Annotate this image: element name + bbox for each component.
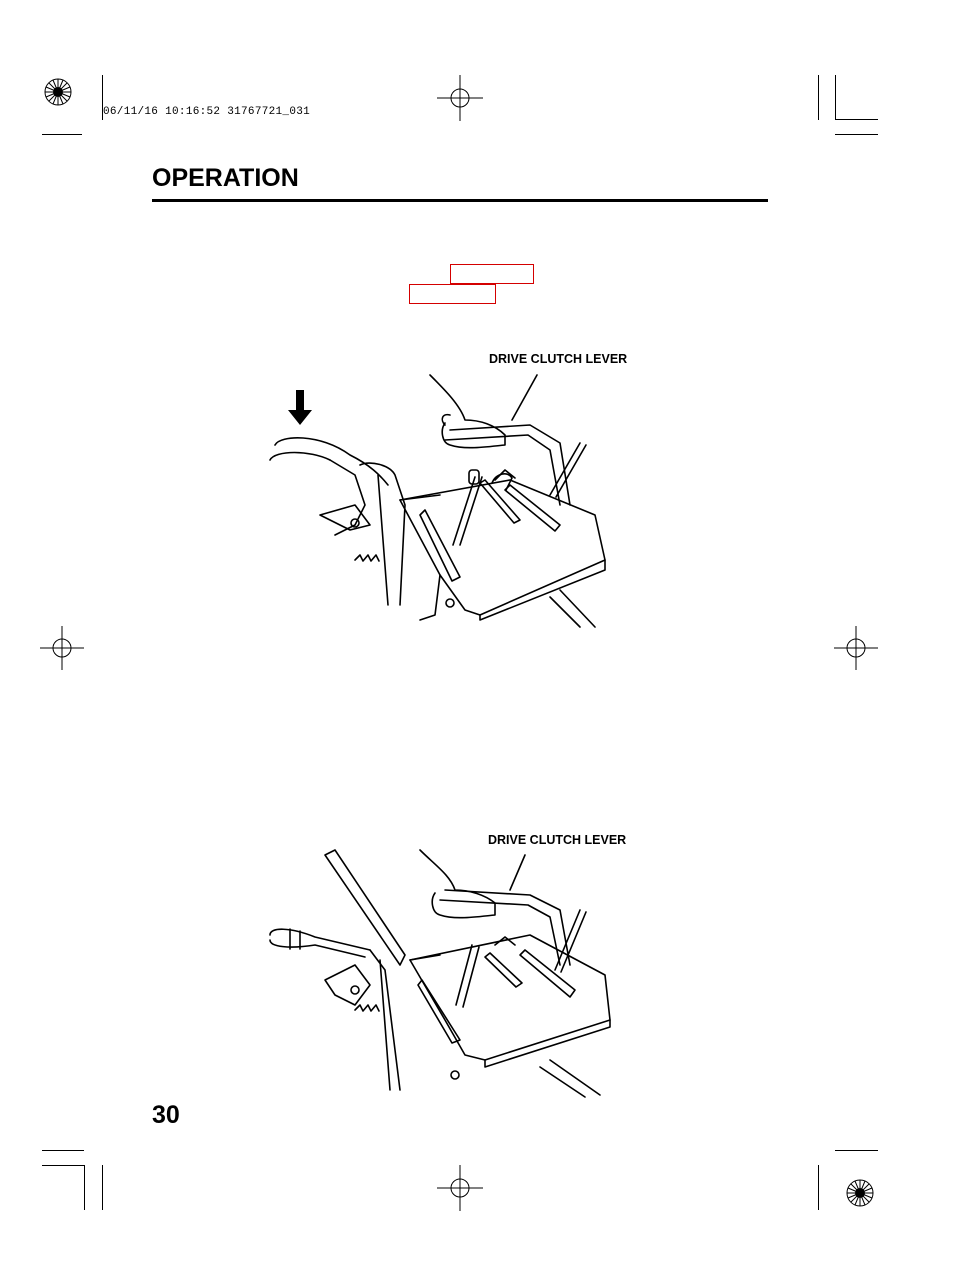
crop-mark xyxy=(84,1165,85,1210)
figure-2-illustration xyxy=(269,849,611,1098)
cross-reference-link[interactable] xyxy=(409,284,496,304)
crosshair-icon xyxy=(834,626,878,670)
print-timestamp: 06/11/16 10:16:52 31767721_031 xyxy=(103,106,311,118)
figure-1-illustration xyxy=(269,374,606,628)
crop-mark xyxy=(102,1165,103,1210)
figure-2-callout: DRIVE CLUTCH LEVER xyxy=(488,833,627,847)
crop-mark xyxy=(835,75,836,120)
crop-mark xyxy=(835,134,878,135)
crosshair-icon xyxy=(437,75,483,121)
crosshair-icon xyxy=(40,626,84,670)
page-number: 30 xyxy=(152,1101,180,1129)
crop-mark xyxy=(42,1150,84,1151)
crop-mark xyxy=(818,1165,819,1210)
crop-mark xyxy=(102,75,103,120)
page-title: OPERATION xyxy=(152,164,299,192)
figure-1-callout: DRIVE CLUTCH LEVER xyxy=(489,352,628,366)
crosshair-icon xyxy=(437,1165,483,1211)
crop-mark xyxy=(835,119,878,120)
title-rule xyxy=(152,199,768,202)
cross-reference-link[interactable] xyxy=(450,264,534,284)
registration-target-icon xyxy=(846,1179,874,1207)
registration-target-icon xyxy=(44,78,72,106)
crop-mark xyxy=(42,134,82,135)
crop-mark xyxy=(818,75,819,120)
crop-mark xyxy=(42,1165,84,1166)
crop-mark xyxy=(835,1150,878,1151)
